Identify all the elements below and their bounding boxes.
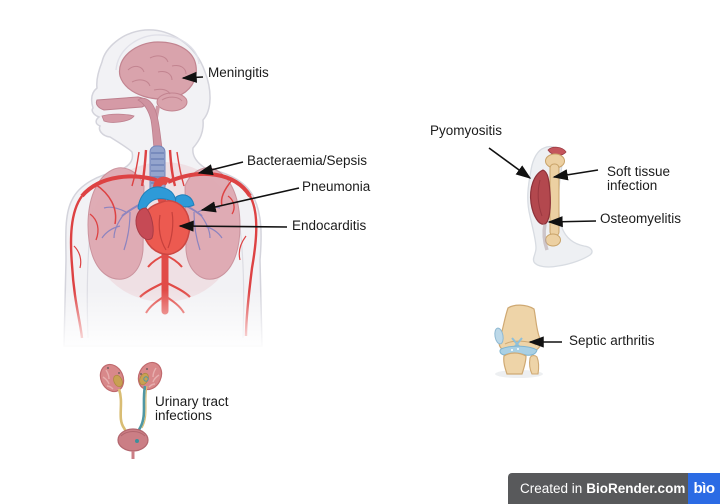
arrow-pneumonia xyxy=(200,187,300,213)
badge-brand: BioRender.com xyxy=(586,481,686,496)
label-bacteraemia-sepsis: Bacteraemia/Sepsis xyxy=(247,153,368,168)
label-endocarditis: Endocarditis xyxy=(292,218,367,233)
biorender-logo-icon: bìo xyxy=(688,473,720,504)
urinary-system-illustration xyxy=(99,361,163,459)
label-urinary-line1: Urinary tract xyxy=(155,394,229,409)
bladder-illustration xyxy=(117,428,149,459)
arrow-osteomyelitis xyxy=(547,216,597,228)
kidneys-illustration xyxy=(99,361,163,393)
annotation-arrows xyxy=(178,71,599,348)
meniscus-illustration xyxy=(499,345,538,356)
arrow-bacteraemia xyxy=(197,161,244,176)
arrow-pyomyositis xyxy=(488,147,532,179)
human-body-illustration xyxy=(48,29,278,352)
arrow-endocarditis xyxy=(178,220,288,232)
heart-illustration xyxy=(135,186,195,256)
calf-muscle-illustration xyxy=(529,169,551,251)
arrow-soft-tissue xyxy=(552,169,599,181)
airway-illustration xyxy=(95,96,163,149)
label-soft-tissue-line1: Soft tissue xyxy=(607,164,671,179)
arrow-meningitis xyxy=(181,71,204,83)
biorender-badge[interactable]: Created in BioRender.com bìo xyxy=(508,473,720,504)
label-pneumonia: Pneumonia xyxy=(302,179,371,194)
lungs-illustration xyxy=(87,167,241,280)
biorender-logo-text: bìo xyxy=(693,480,716,497)
label-osteomyelitis: Osteomyelitis xyxy=(600,211,682,226)
lower-leg-illustration xyxy=(527,145,593,268)
badge-created-in: Created in xyxy=(520,481,583,496)
label-urinary-tract-infections: Urinary tract infections xyxy=(155,395,229,423)
label-pyomyositis: Pyomyositis xyxy=(430,123,503,138)
badge-text: Created in BioRender.com xyxy=(508,473,688,504)
label-meningitis: Meningitis xyxy=(208,65,269,80)
label-septic-arthritis: Septic arthritis xyxy=(569,333,655,348)
label-soft-tissue-line2: infection xyxy=(607,178,658,193)
label-urinary-line2: infections xyxy=(155,408,213,423)
label-soft-tissue-infection: Soft tissue infection xyxy=(607,165,670,193)
